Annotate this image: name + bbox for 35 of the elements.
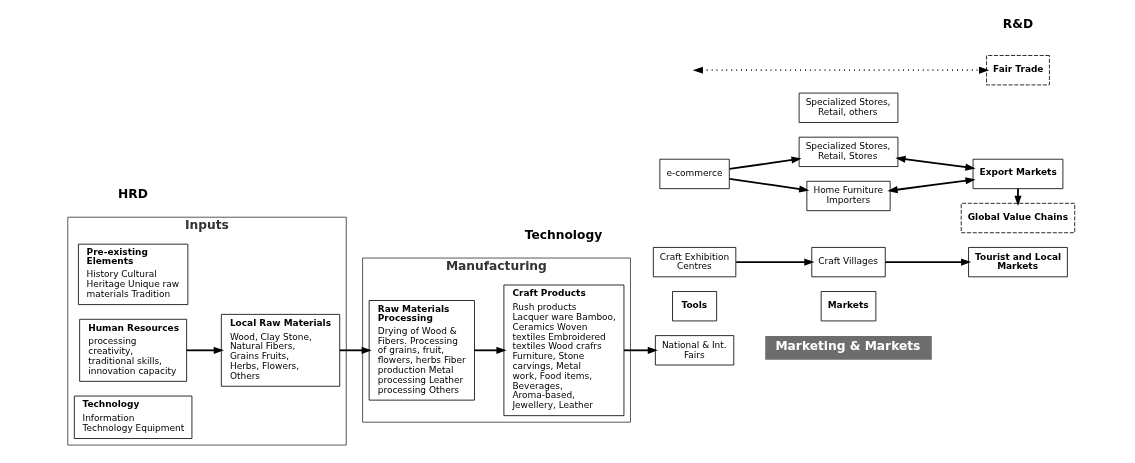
node-box: Fair Trade xyxy=(985,55,1050,86)
node-box: Pre-existing Elements History Cultural Heritage Unique raw materials Tradition xyxy=(77,243,188,305)
node-box: Specialized Stores, Retail, others xyxy=(798,92,898,123)
node-box: Specialized Stores, Retail, Stores xyxy=(798,136,898,167)
node-box: Craft Exhibition Centres xyxy=(652,247,736,278)
node-box: Human Resources processing creativity, traditional skills, innovation capacity xyxy=(78,318,187,382)
node-box: Home Furniture Importers xyxy=(805,180,891,212)
label: Technology xyxy=(524,227,602,242)
arrow xyxy=(473,346,507,354)
node-box: Local Raw Materials Wood, Clay Stone, Natural Fibers, Grains Fruits, Herbs, Flowers, Others xyxy=(220,313,340,387)
node-box: Tools xyxy=(671,291,717,322)
node-box: National & Int. Fairs xyxy=(654,335,734,366)
arrow xyxy=(734,258,814,266)
node-box: Craft Villages xyxy=(810,247,886,278)
arrow xyxy=(1013,187,1022,206)
arrow xyxy=(692,66,989,74)
arrow xyxy=(728,156,802,170)
arrow xyxy=(622,346,658,354)
arrow xyxy=(338,346,372,354)
node-box: Markets xyxy=(820,291,876,322)
arrow xyxy=(894,155,976,171)
node-box: Craft Products Rush products Lacquer ware Bamboo, Ceramics Woven textiles Embroidered textiles Wood crafrs Furniture, Stone carvings, Metal work, Food items, Beverages, Aroma-based, Jewellery, Leather xyxy=(502,284,624,417)
node-box: Tourist and Local Markets xyxy=(967,247,1068,278)
label: R&D xyxy=(1002,17,1033,32)
label: HRD xyxy=(117,187,148,202)
arrow xyxy=(728,177,809,193)
arrow xyxy=(883,258,971,266)
node-box: Export Markets xyxy=(972,158,1063,190)
node-box: Raw Materials Processing Drying of Wood & Fibers. Processing of grains, fruit, flowers, herbs Fiber production Metal processing Leather processing Others xyxy=(368,300,475,401)
node-box: Global Value Chains xyxy=(960,202,1075,234)
node-box: e-commerce xyxy=(658,158,730,190)
arrow xyxy=(185,346,224,354)
arrow xyxy=(886,177,976,194)
node-box: Marketing & Markets xyxy=(764,336,932,360)
node-box: Technology Information Technology Equipment xyxy=(73,395,192,439)
